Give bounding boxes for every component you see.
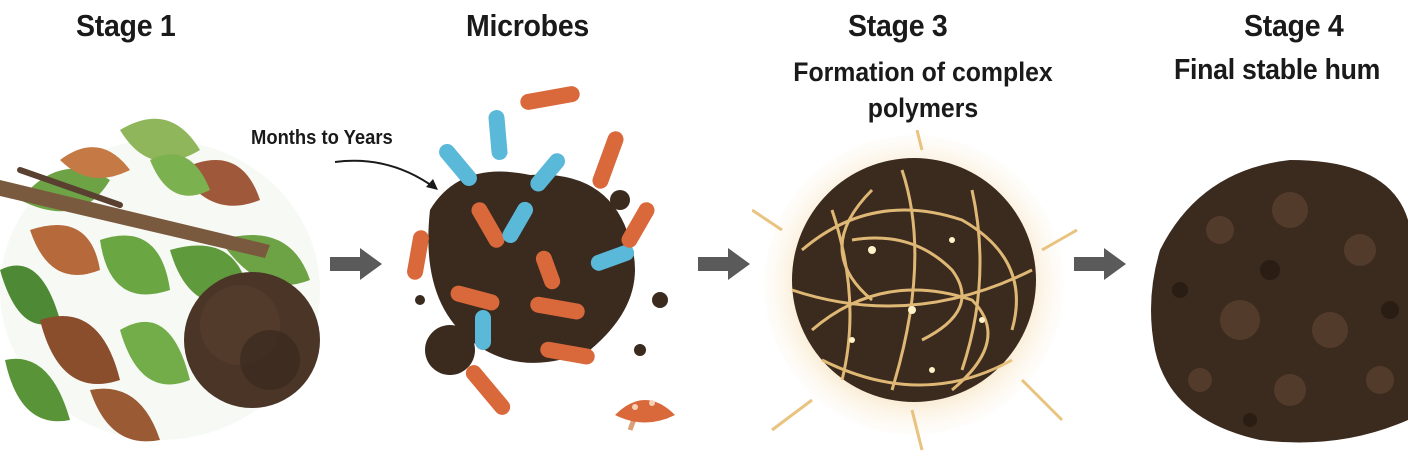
soil-clump xyxy=(184,272,320,408)
stage-2: Microbes xyxy=(390,0,710,474)
bacteria xyxy=(407,86,655,415)
humus-illustration xyxy=(1151,160,1408,443)
arrow-right-icon xyxy=(330,248,382,280)
stage-2-title: Microbes xyxy=(466,8,590,43)
time-annotation: Months to Years xyxy=(251,127,393,149)
stage-4-title: Stage 4 xyxy=(1244,8,1344,43)
stage-4-subtitle: Final stable hum xyxy=(1174,54,1381,86)
fungus-icon xyxy=(615,400,675,431)
sparkles xyxy=(849,237,985,373)
stage-3-subtitle-line2: polymers xyxy=(867,93,979,123)
stage-1: Stage 1 xyxy=(0,0,330,474)
stage-4: Stage 4 Final stable hum xyxy=(1140,0,1408,474)
stage-3: Stage 3 Formation of complex polymers xyxy=(752,0,1082,474)
polymer-network-illustration xyxy=(752,130,1078,451)
stage-3-title: Stage 3 xyxy=(848,8,948,43)
curved-arrow-icon xyxy=(334,159,438,190)
twig xyxy=(0,167,270,258)
stage-1-title: Stage 1 xyxy=(76,8,176,43)
arrow-right-icon xyxy=(1074,248,1126,280)
leaf-litter-illustration xyxy=(0,118,320,442)
arrow-right-icon xyxy=(698,248,750,280)
microbes-illustration xyxy=(407,86,675,431)
stage-3-subtitle-line1: Formation of complex xyxy=(793,57,1053,87)
